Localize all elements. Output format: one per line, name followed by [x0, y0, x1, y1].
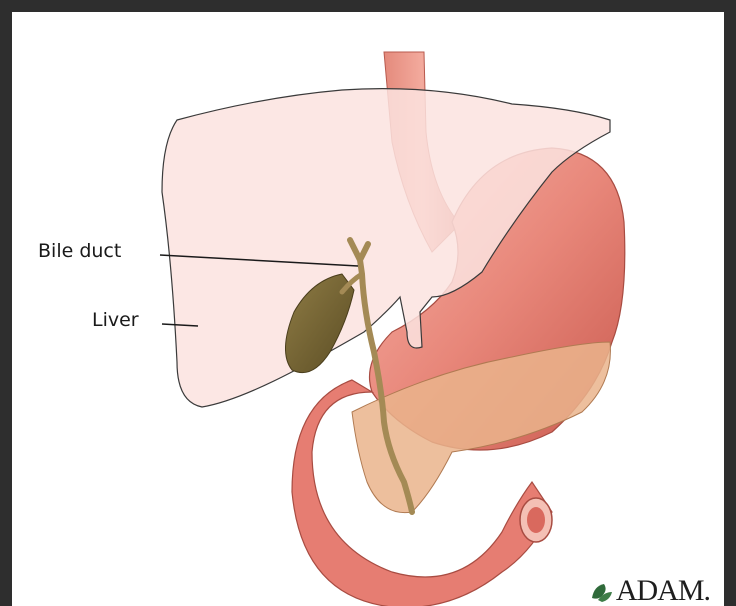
watermark-text: ADAM. — [616, 574, 710, 606]
liver-label: Liver — [92, 309, 139, 331]
leaf-logo-icon — [588, 578, 614, 604]
adam-watermark: ADAM. — [588, 574, 710, 606]
bile-duct-label: Bile duct — [38, 240, 121, 262]
